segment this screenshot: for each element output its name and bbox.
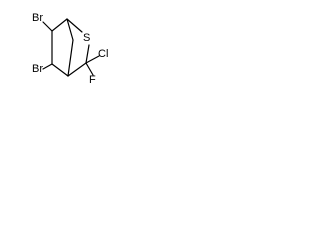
bond-c-f [85, 62, 94, 76]
bond-bridge-2 [67, 39, 74, 77]
fluorine-label: F [89, 74, 96, 86]
bond-c3-s [85, 44, 90, 64]
bromine-bottom-label: Br [32, 63, 43, 75]
bond-br-top [42, 21, 53, 32]
molecule-canvas: Br Br S Cl F [0, 0, 138, 99]
bond-br-bottom [42, 63, 53, 70]
bond-c-cl [85, 55, 100, 64]
chlorine-label: Cl [98, 48, 109, 60]
bond-c4-c3 [67, 62, 87, 77]
bond-c6-c4 [51, 63, 69, 77]
bond-c5-c1 [51, 18, 68, 32]
bromine-top-label: Br [32, 12, 43, 24]
sulfur-label: S [83, 32, 91, 44]
molecule-structure [42, 18, 100, 77]
bond-c1-s [66, 18, 83, 33]
bond-bridge-1 [66, 18, 74, 41]
